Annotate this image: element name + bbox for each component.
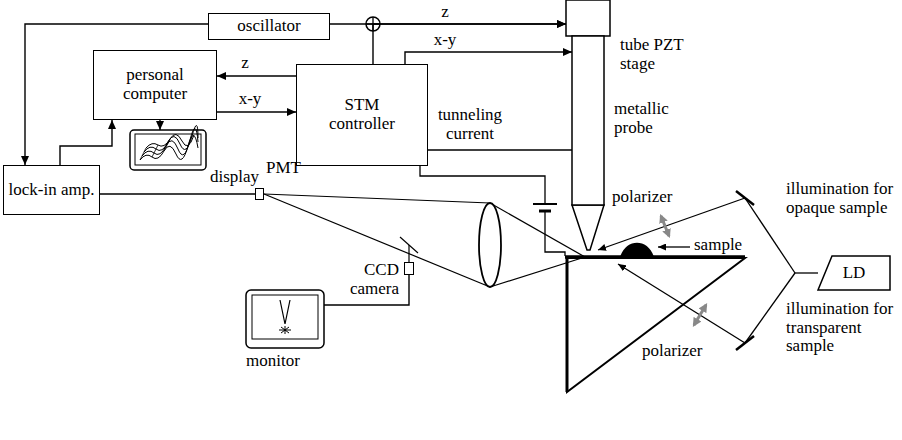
sample-bump <box>620 243 654 257</box>
monitor-screen: monitor <box>246 290 324 348</box>
part-label: polarizer <box>642 342 702 361</box>
part-label: polarizer <box>612 188 672 207</box>
outline-part <box>279 326 291 334</box>
pmt-box: PMT <box>255 188 264 200</box>
node-label: tube PZT stage <box>620 36 700 73</box>
node-label: oscillator <box>237 17 300 36</box>
mirror <box>736 191 754 350</box>
laser-diode: LD <box>818 256 890 290</box>
outline-part <box>566 0 610 36</box>
outline-part <box>818 256 890 290</box>
pzt-stage: tube PZT stage <box>566 0 610 205</box>
signal-label: tunneling current <box>428 106 512 143</box>
outline-part <box>572 36 604 205</box>
node-label: personal computer <box>94 66 216 103</box>
node-label: LD <box>843 264 866 283</box>
node-label: lock-in amp. <box>9 181 95 200</box>
outline-part <box>280 300 290 324</box>
part-label: illumination for opaque sample <box>786 180 896 217</box>
display-screen: display <box>130 130 206 170</box>
part-label: metallic probe <box>614 100 684 137</box>
signal-wire <box>217 75 296 76</box>
probe-tip <box>572 205 604 250</box>
amplifier-box: lock-in amp. <box>3 165 100 215</box>
signal-wire <box>100 193 255 194</box>
node-label: STM controller <box>317 96 407 133</box>
signal-wire <box>405 52 572 64</box>
signal-wire <box>159 120 160 130</box>
lens <box>479 203 501 287</box>
illumination-beam <box>598 198 818 343</box>
pzt-stage-outline <box>566 0 610 205</box>
computer-box: personal computer <box>93 50 217 120</box>
display-screen-outline <box>130 130 206 170</box>
node-label: PMT <box>266 159 301 178</box>
bias-battery <box>420 166 565 256</box>
part-label: sample <box>694 236 742 255</box>
sample-layer <box>565 255 745 259</box>
signal-label: z <box>239 54 251 73</box>
signal-wire <box>60 120 112 165</box>
camera-box: CCD camera <box>404 262 414 275</box>
controller-box: STM controller <box>296 64 428 166</box>
outline-part <box>144 125 198 152</box>
signal-label: x-y <box>237 90 264 109</box>
monitor-screen-outline <box>246 290 324 348</box>
outline-part <box>146 134 194 148</box>
signal-wire <box>217 111 296 112</box>
node-label: display <box>210 168 259 187</box>
prism <box>567 258 745 392</box>
signal-label: x-y <box>432 31 459 50</box>
outline-part <box>252 295 318 339</box>
signal-wire <box>373 24 566 64</box>
outline-part <box>130 130 206 170</box>
node-label: monitor <box>246 352 300 371</box>
outline-part <box>140 139 170 160</box>
signal-label: z <box>439 3 451 22</box>
part-label: illumination for transparent sample <box>786 300 896 356</box>
prism-edge <box>566 258 569 392</box>
oscillator-box: oscillator <box>208 13 330 40</box>
leader-arrow <box>658 246 690 247</box>
collection-beam <box>264 194 585 287</box>
signal-wire <box>428 149 572 150</box>
outline-part <box>246 290 324 348</box>
polarizer-symbol <box>661 216 706 325</box>
